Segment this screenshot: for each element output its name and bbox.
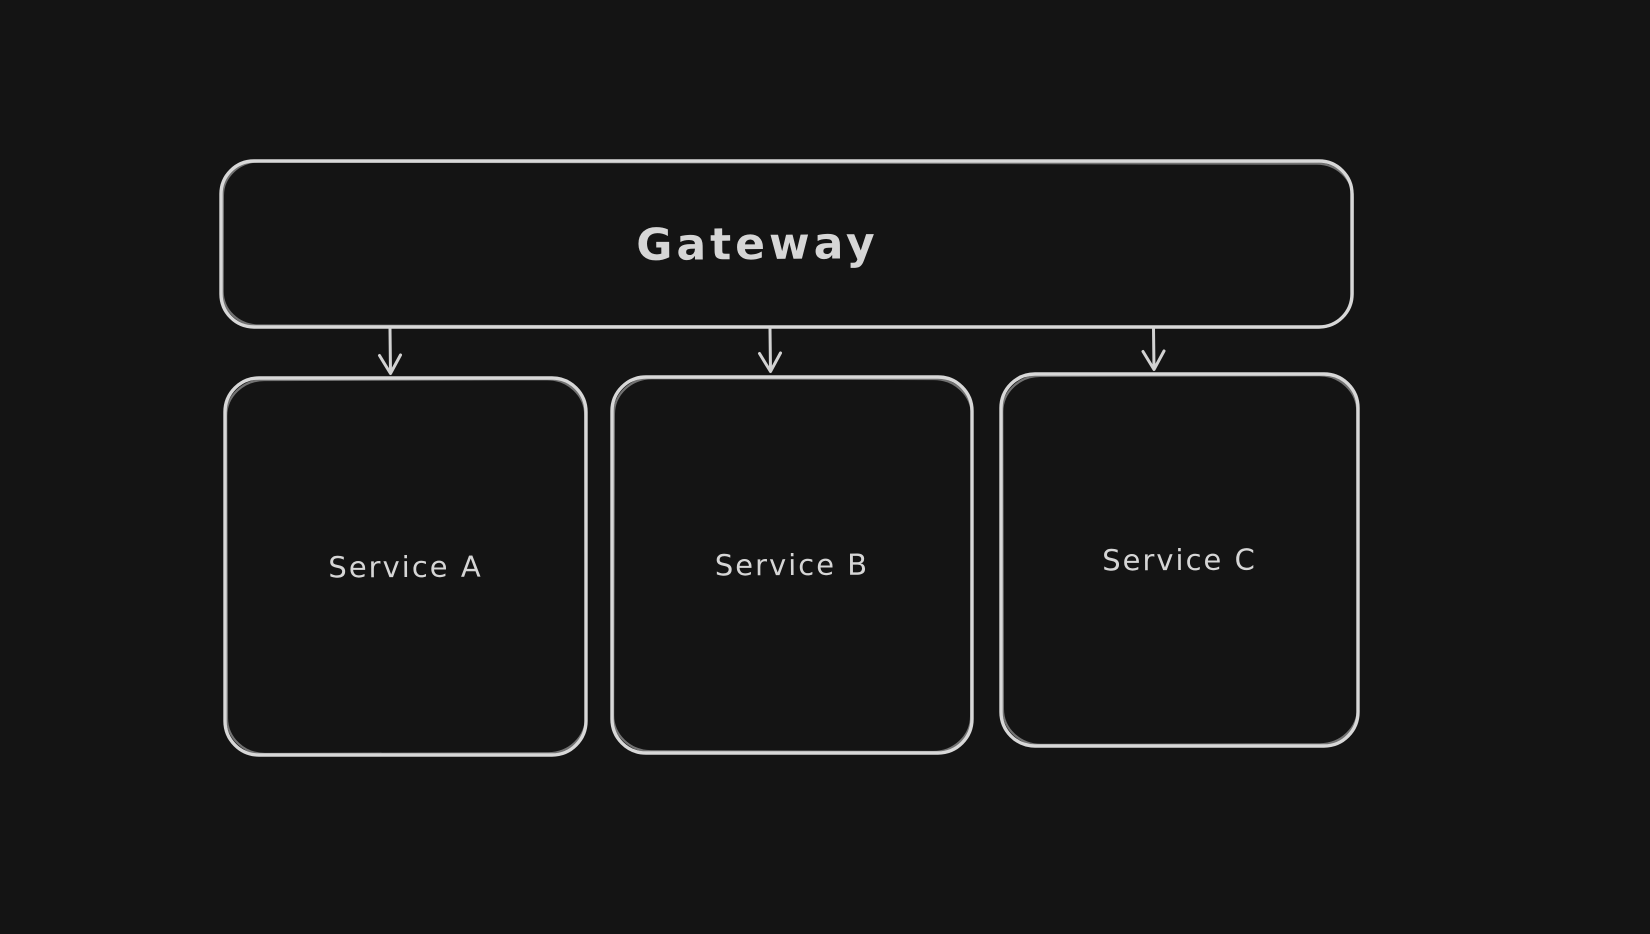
node-service-b-shape[interactable] xyxy=(610,375,974,755)
edge-gateway-to-service-a-arrow[interactable] xyxy=(378,327,402,375)
node-service-c-shape[interactable] xyxy=(999,372,1360,748)
node-service-a-shape[interactable] xyxy=(223,376,588,757)
node-gateway-shape[interactable] xyxy=(219,159,1354,329)
edge-gateway-to-service-c-arrow[interactable] xyxy=(1141,327,1166,371)
edge-gateway-to-service-b-arrow[interactable] xyxy=(758,327,782,373)
